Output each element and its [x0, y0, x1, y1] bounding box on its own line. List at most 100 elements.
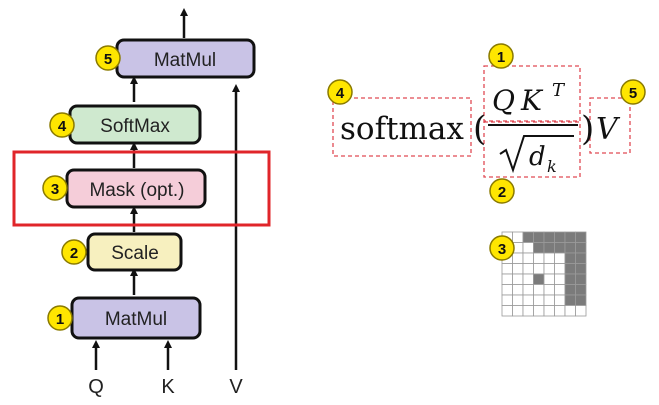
- node-label: Scale: [111, 243, 159, 264]
- mask-cell: [564, 305, 576, 317]
- input-k-label: K: [161, 376, 175, 398]
- mask-cell: [575, 273, 587, 285]
- value-v: V: [596, 112, 621, 147]
- mask-cell: [501, 294, 513, 306]
- mask-cell: [522, 284, 534, 296]
- mask-cell: [501, 263, 513, 275]
- mask-cell: [543, 263, 555, 275]
- mask-cell: [575, 263, 587, 275]
- node-mask: Mask (opt.) 3: [42, 168, 207, 209]
- mask-cell: [512, 273, 524, 285]
- mask-cell: [575, 305, 587, 317]
- mask-cell: [512, 252, 524, 264]
- mask-cell: [533, 231, 545, 243]
- mask-cell: [564, 284, 576, 296]
- badge-circle: [47, 305, 73, 331]
- node-matmul-top: MatMul 5: [95, 38, 256, 79]
- mask-cell: [554, 305, 566, 317]
- mask-cell: [522, 305, 534, 317]
- mask-cell: [554, 294, 566, 306]
- mask-cell: [522, 273, 534, 285]
- badge-number: 4: [58, 118, 67, 135]
- mask-cell: [501, 284, 513, 296]
- mask-cell: [554, 263, 566, 275]
- mask-highlight-box: [12, 150, 271, 227]
- mask-cell: [564, 252, 576, 264]
- denominator-subscript: k: [547, 157, 557, 176]
- flow-nodes: MatMul 5 SoftMax 4 Mask (opt.) 3 Scale 2…: [42, 38, 256, 340]
- value-term-box: [589, 97, 631, 154]
- mask-cell: [512, 263, 524, 275]
- mask-cell: [564, 242, 576, 254]
- badge-number: 4: [336, 85, 345, 102]
- mask-cell: [554, 231, 566, 243]
- mask-cell: [575, 284, 587, 296]
- badge-number: 2: [498, 184, 506, 201]
- sqrt-sign: [499, 135, 574, 174]
- mask-cell: [501, 273, 513, 285]
- badge-number: 2: [70, 245, 78, 262]
- badge-circle: [49, 112, 75, 138]
- mask-cell: [564, 273, 576, 285]
- right-paren: ): [581, 109, 594, 149]
- numerator-transpose: T: [552, 80, 566, 101]
- left-paren: (: [473, 109, 486, 149]
- mask-cell: [543, 305, 555, 317]
- mask-cell: [543, 284, 555, 296]
- input-q-label: Q: [88, 376, 104, 398]
- node-label: Mask (opt.): [89, 180, 184, 201]
- numerator-k: K: [520, 84, 544, 117]
- mask-cell: [533, 263, 545, 275]
- node-label: SoftMax: [100, 116, 170, 137]
- numerator-q: Q: [492, 84, 515, 117]
- mask-cell: [543, 242, 555, 254]
- mask-cell: [512, 231, 524, 243]
- mask-cell: [543, 231, 555, 243]
- mask-cell: [554, 242, 566, 254]
- denominator-d: d: [529, 142, 546, 172]
- mask-cell: [533, 273, 545, 285]
- mask-cell: [533, 294, 545, 306]
- mask-cell: [522, 242, 534, 254]
- mask-cell: [554, 284, 566, 296]
- mask-cell: [522, 294, 534, 306]
- node-matmul-bottom: MatMul 1: [47, 296, 202, 340]
- mask-cell: [575, 252, 587, 264]
- badge-circle: [488, 43, 514, 69]
- badge-number: 3: [51, 181, 59, 198]
- mask-cell: [522, 252, 534, 264]
- node-label: MatMul: [105, 309, 167, 330]
- mask-cell: [564, 231, 576, 243]
- badge-number: 1: [497, 49, 505, 66]
- mask-cell: [522, 231, 534, 243]
- mask-cell: [554, 273, 566, 285]
- numerator-term-box: [483, 65, 581, 122]
- mask-cell: [512, 284, 524, 296]
- mask-cell: [533, 284, 545, 296]
- badge-circle: [95, 45, 121, 71]
- attention-formula: softmax ( ) Q K T d k V 4 1 2 5: [327, 43, 646, 204]
- badge-circle: [42, 175, 68, 201]
- badge-number: 5: [104, 51, 112, 68]
- mask-cell: [543, 252, 555, 264]
- mask-cell: [533, 252, 545, 264]
- mask-cell: [512, 294, 524, 306]
- mask-cell: [564, 263, 576, 275]
- mask-cell: [575, 294, 587, 306]
- mask-cell: [522, 263, 534, 275]
- mask-cell: [533, 242, 545, 254]
- mask-cell: [575, 231, 587, 243]
- mask-cell: [501, 305, 513, 317]
- badge-circle: [489, 235, 515, 261]
- badge-number: 5: [629, 85, 637, 102]
- badge-circle: [489, 178, 515, 204]
- badge-circle: [61, 239, 87, 265]
- mask-cell: [543, 294, 555, 306]
- flow-arrows: [92, 8, 240, 370]
- mask-cell: [543, 273, 555, 285]
- badge-number: 3: [498, 241, 506, 258]
- node-scale: Scale 2: [61, 232, 183, 272]
- input-v-label: V: [229, 376, 243, 398]
- denominator-term-box: [483, 121, 581, 178]
